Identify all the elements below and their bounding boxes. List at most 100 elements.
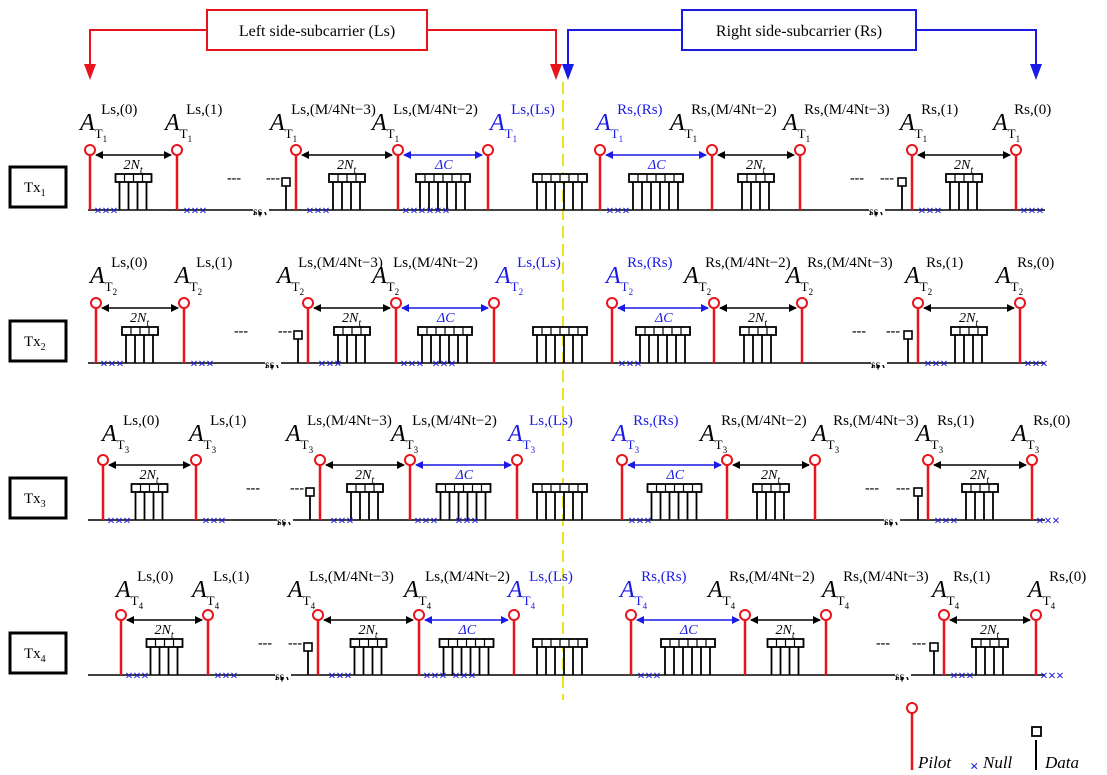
tx-box: Tx4 xyxy=(8,631,68,675)
ellipsis: --- xyxy=(880,171,894,186)
svg-text:ss: ss xyxy=(869,204,879,218)
pilot-amplitude-label: AT1Ls,(Ls) xyxy=(488,102,555,144)
left-side-header: Left side-subcarrier (Ls) xyxy=(84,9,562,80)
null-marker: × xyxy=(1040,669,1048,684)
tx-box: Tx3 xyxy=(8,476,68,520)
null-marker: × xyxy=(950,514,958,529)
pilot-amplitude-label: AT3Ls,(1) xyxy=(187,413,246,455)
null-marker: × xyxy=(1044,514,1052,529)
data-marker xyxy=(929,642,939,652)
legend-data: Data xyxy=(1031,726,1079,772)
tx-label: Tx4 xyxy=(24,646,46,665)
data-marker xyxy=(897,177,907,187)
null-marker: × xyxy=(430,514,438,529)
null-marker: × xyxy=(102,204,110,219)
pilot-amplitude-label: AT2Ls,(0) xyxy=(88,255,147,297)
data-marker xyxy=(903,330,913,340)
ellipsis: --- xyxy=(266,171,280,186)
pilot-marker xyxy=(706,144,718,156)
null-marker: × xyxy=(918,204,926,219)
data-marker xyxy=(293,330,303,340)
pilot-amplitude-label: AT4Rs,(0) xyxy=(1026,569,1086,611)
null-marker: × xyxy=(452,669,460,684)
null-marker: × xyxy=(448,357,456,372)
null-marker: × xyxy=(210,514,218,529)
null-marker: × xyxy=(1032,357,1040,372)
null-marker: × xyxy=(966,669,974,684)
pilot-marker xyxy=(906,144,918,156)
pilot-marker xyxy=(302,297,314,309)
pilot-amplitude-label: AT1Ls,(M/4Nt−3) xyxy=(268,102,376,144)
spacing-2nt-label: 2Nt xyxy=(959,311,978,329)
pilot-amplitude-label: AT4Ls,(0) xyxy=(114,569,173,611)
left-header-arrow-right xyxy=(427,29,557,68)
null-marker: × xyxy=(190,357,198,372)
null-marker: × xyxy=(439,669,447,684)
null-marker: × xyxy=(645,669,653,684)
null-marker: × xyxy=(110,204,118,219)
null-marker: × xyxy=(214,669,222,684)
null-marker: × xyxy=(423,669,431,684)
data-marker xyxy=(281,177,291,187)
legend-pilot-label: Pilot xyxy=(917,753,952,772)
null-marker: × xyxy=(468,669,476,684)
null-marker: × xyxy=(940,357,948,372)
data-marker xyxy=(913,487,923,497)
null-marker: × xyxy=(422,514,430,529)
right-header-label: Right side-subcarrier (Rs) xyxy=(716,23,882,40)
null-icon: × xyxy=(970,759,979,775)
pilot-marker xyxy=(404,454,416,466)
null-marker: × xyxy=(950,669,958,684)
null-marker: × xyxy=(330,514,338,529)
null-marker: × xyxy=(934,514,942,529)
pilot-marker xyxy=(115,609,127,621)
spacing-2nt-label: 2Nt xyxy=(130,311,149,329)
null-marker: × xyxy=(434,204,442,219)
pilot-amplitude-label: AT1Ls,(0) xyxy=(78,102,137,144)
pilot-marker xyxy=(708,297,720,309)
pilot-amplitude-label: AT2Rs,(M/4Nt−2) xyxy=(682,255,791,297)
null-marker: × xyxy=(408,357,416,372)
null-marker: × xyxy=(334,357,342,372)
ellipsis: --- xyxy=(896,481,910,496)
null-marker: × xyxy=(141,669,149,684)
spacing-2nt-label: 2Nt xyxy=(359,623,378,641)
null-marker: × xyxy=(958,669,966,684)
null-marker: × xyxy=(644,514,652,529)
pilot-amplitude-label: AT3Rs,(0) xyxy=(1010,413,1070,455)
null-marker: × xyxy=(606,204,614,219)
pilot-marker xyxy=(390,297,402,309)
pilot-marker xyxy=(1026,454,1038,466)
null-marker: × xyxy=(614,204,622,219)
null-marker: × xyxy=(328,669,336,684)
svg-text:ss: ss xyxy=(895,669,905,683)
pilot-amplitude-label: AT4Rs,(Rs) xyxy=(618,569,687,611)
legend-null: × Null xyxy=(970,753,1013,775)
spacing-delta-c-label: ΔC xyxy=(434,158,453,173)
null-marker: × xyxy=(116,357,124,372)
pilot-amplitude-label: AT2Rs,(0) xyxy=(994,255,1054,297)
null-marker: × xyxy=(322,204,330,219)
pilot-amplitude-label: AT3Ls,(M/4Nt−3) xyxy=(284,413,392,455)
pilot-marker xyxy=(190,454,202,466)
null-marker: × xyxy=(942,514,950,529)
ellipsis: --- xyxy=(852,324,866,339)
pilot-amplitude-label: AT4Ls,(Ls) xyxy=(506,569,573,611)
null-marker: × xyxy=(626,357,634,372)
tx-label: Tx2 xyxy=(24,334,46,353)
spacing-delta-c-label: ΔC xyxy=(666,468,685,483)
null-marker: × xyxy=(222,669,230,684)
null-marker: × xyxy=(455,514,463,529)
null-marker: × xyxy=(346,514,354,529)
pilot-marker xyxy=(84,144,96,156)
pilot-amplitude-label: AT2Ls,(Ls) xyxy=(494,255,561,297)
null-marker: × xyxy=(460,669,468,684)
null-marker: × xyxy=(440,357,448,372)
pilot-marker xyxy=(202,609,214,621)
pilot-marker xyxy=(912,297,924,309)
pilot-amplitude-label: AT4Rs,(M/4Nt−2) xyxy=(706,569,815,611)
pilot-marker xyxy=(594,144,606,156)
null-marker: × xyxy=(618,357,626,372)
null-marker: × xyxy=(924,357,932,372)
tx-label: Tx3 xyxy=(24,491,46,510)
